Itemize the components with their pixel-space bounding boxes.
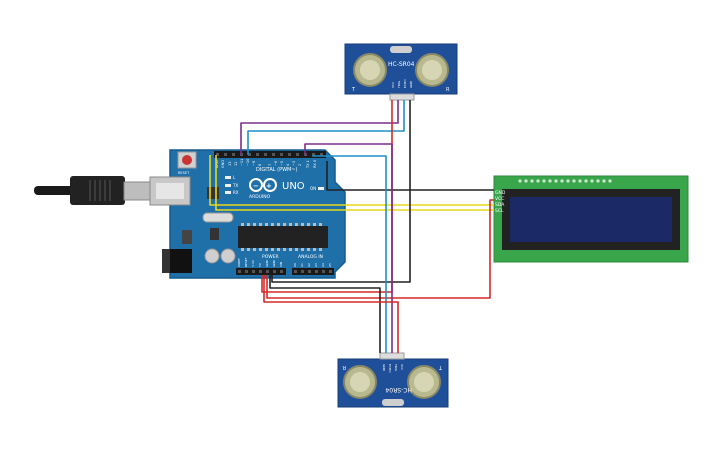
rx-led: [225, 191, 231, 194]
pin-label: GND: [382, 364, 386, 372]
pin-label: GND: [265, 259, 269, 267]
wire-top-trig[interactable]: [240, 100, 399, 155]
sensor-mark-t: T: [351, 87, 356, 93]
pin-label: GND: [409, 80, 413, 88]
pin-label: A0: [293, 263, 297, 267]
pin-label: ~11: [240, 159, 244, 166]
svg-text:+: +: [266, 182, 272, 190]
tx-led: [225, 184, 231, 187]
on-led: [318, 187, 324, 190]
on-label: ON: [310, 186, 316, 191]
pin-label: ECHO: [403, 79, 407, 88]
pin-label: RX 0: [313, 160, 317, 168]
wire-bottom-echo[interactable]: [312, 155, 387, 353]
wires: [209, 100, 494, 353]
pin-label: ECHO: [388, 364, 392, 373]
pin-label: ~5: [280, 161, 284, 166]
pin-label: A1: [300, 263, 304, 267]
pin-label: GND: [495, 190, 506, 196]
usb-cable: [34, 176, 153, 205]
pin-label: IOREF: [237, 258, 241, 267]
rx-label: RX: [233, 190, 239, 195]
ultrasonic-sensor-top[interactable]: HC-SR04 T R VCC TRIG ECHO GND: [344, 43, 458, 101]
l-led: [225, 176, 231, 179]
pin-label: 5V: [258, 262, 262, 267]
capacitor: [220, 248, 236, 264]
reset-label: RESET: [178, 171, 190, 175]
power-label: POWER: [262, 254, 279, 260]
sensor-mark-r: R: [446, 87, 450, 93]
pin-label: 13: [228, 162, 232, 166]
wire-top-echo[interactable]: [247, 100, 405, 155]
lcd-screen: [510, 197, 672, 242]
wire-bottom-gnd[interactable]: [269, 275, 381, 353]
pin-label: 8: [258, 164, 262, 166]
sensor-model-label: HC-SR04: [385, 386, 412, 393]
wire-lcd-gnd[interactable]: [326, 161, 494, 191]
pin-label: SDA: [495, 202, 505, 208]
arduino-logo: − +: [249, 178, 277, 192]
pin-label: A4: [321, 263, 325, 267]
pin-label: A2: [307, 263, 311, 267]
pin-label: 12: [234, 162, 238, 166]
pin-label: ~10: [246, 159, 250, 166]
lcd-pin-labels: GND VCC SDA SCL: [495, 190, 506, 214]
power-pin-labels: IOREF RESET 3.3V 5V GND GND VIN: [237, 257, 283, 267]
pin-label: 7: [268, 164, 272, 166]
pin-label: SCL: [495, 208, 504, 214]
wire-lcd-sda[interactable]: [209, 155, 494, 206]
analog-header[interactable]: [292, 268, 334, 275]
wire-bottom-vcc[interactable]: [263, 275, 399, 353]
pin-label: RESET: [244, 257, 248, 267]
wire-bottom-trig[interactable]: [304, 143, 393, 353]
crystal-oscillator: [202, 212, 234, 223]
pin-label: ~6: [274, 161, 278, 166]
sensor-pin-labels: VCC TRIG ECHO GND: [391, 79, 413, 89]
analog-pin-labels: A0 A1 A2 A3 A4 A5: [293, 263, 332, 267]
uno-logo-text: UNO: [282, 181, 305, 192]
pin-label: 3.3V: [251, 259, 255, 267]
l-label: L: [233, 175, 236, 180]
pin-label: A3: [314, 263, 318, 267]
svg-text:−: −: [253, 182, 259, 190]
pin-label: VCC: [400, 364, 404, 370]
pin-label: ~9: [252, 161, 256, 166]
sensor-mark-t: T: [438, 364, 443, 370]
tx-label: TX: [232, 183, 238, 188]
digital-pin-labels: AREF GND 13 12 ~11 ~10 ~9 8 7 ~6 ~5 4 ~3…: [215, 159, 317, 169]
sensor-pin-labels: GND ECHO TRIG VCC: [382, 363, 404, 373]
pin-label: ~3: [292, 161, 296, 166]
arduino-uno-board[interactable]: TX RX L ON − + UNO ARDUINO: [149, 149, 346, 279]
analog-in-label: ANALOG IN: [298, 254, 323, 260]
pin-label: A5: [328, 263, 332, 267]
sensor-model-label: HC-SR04: [388, 61, 415, 68]
sensor-mark-r: R: [342, 364, 346, 370]
pin-label: AREF: [215, 159, 219, 168]
wire-lcd-scl[interactable]: [215, 155, 494, 211]
pin-label: TRIG: [397, 80, 401, 89]
pin-label: GND: [221, 160, 225, 168]
pin-label: GND: [272, 259, 276, 267]
digital-pwm-label: DIGITAL (PWM~): [256, 167, 298, 173]
pin-label: 4: [286, 163, 290, 166]
pin-label: VIN: [279, 262, 283, 267]
ultrasonic-sensor-bottom[interactable]: HC-SR04 R T GND ECHO TRIG VCC: [337, 352, 449, 408]
pin-label: TRIG: [394, 363, 398, 372]
pin-label: TX 1: [306, 160, 310, 169]
wire-lcd-vcc[interactable]: [266, 199, 494, 299]
lcd-module[interactable]: GND VCC SDA SCL: [493, 175, 689, 263]
pin-label: VCC: [495, 196, 504, 202]
arduino-brand-text: ARDUINO: [249, 194, 271, 200]
atmega-chip: [238, 226, 328, 248]
pin-label: 2: [298, 164, 302, 166]
wire-top-gnd[interactable]: [271, 100, 411, 283]
capacitor: [204, 248, 220, 264]
pin-label: VCC: [391, 82, 395, 88]
digital-header[interactable]: [214, 151, 326, 158]
